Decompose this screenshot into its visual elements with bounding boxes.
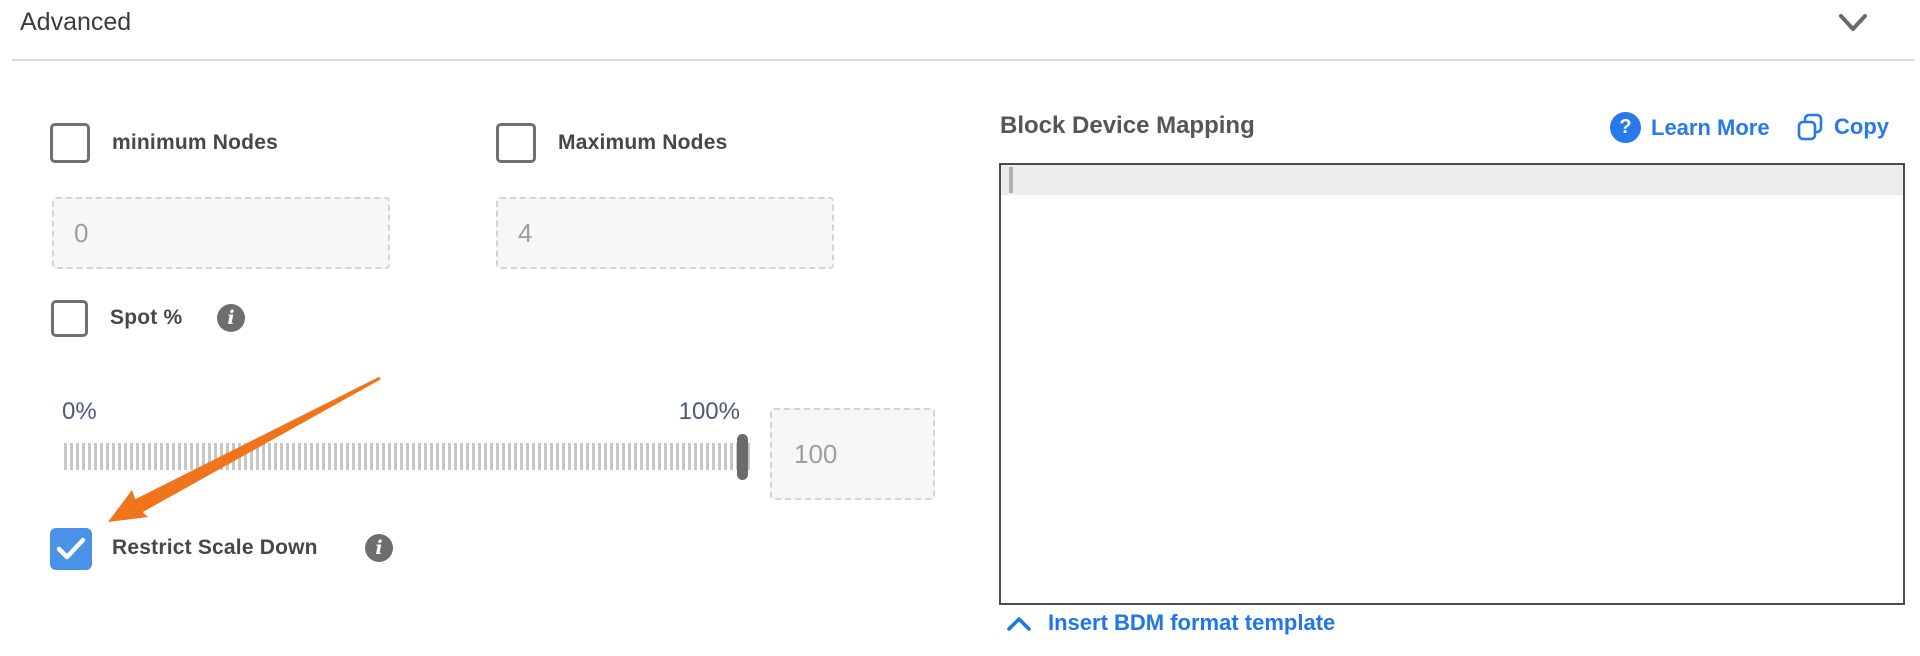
spot-percent-slider-track[interactable] xyxy=(64,443,750,470)
maximum-nodes-label: Maximum Nodes xyxy=(558,131,728,154)
copy-label: Copy xyxy=(1834,114,1889,139)
spot-percent-label: Spot % xyxy=(110,306,183,329)
slider-min-label: 0% xyxy=(62,398,97,425)
maximum-nodes-input[interactable] xyxy=(496,197,834,269)
minimum-nodes-checkbox[interactable] xyxy=(50,123,90,163)
header-divider xyxy=(12,59,1914,61)
slider-max-label: 100% xyxy=(678,398,740,425)
minimum-nodes-input[interactable] xyxy=(52,197,390,269)
chevron-up-icon xyxy=(1007,616,1031,631)
learn-more-label: Learn More xyxy=(1651,114,1770,140)
insert-bdm-template-label: Insert BDM format template xyxy=(1048,610,1336,635)
spot-percent-slider-handle[interactable] xyxy=(737,434,748,480)
editor-active-line xyxy=(1001,165,1903,195)
restrict-scale-down-info-icon[interactable]: i xyxy=(365,534,393,562)
spot-percent-input[interactable] xyxy=(770,408,935,500)
copy-button[interactable]: Copy xyxy=(1796,112,1889,142)
section-title: Advanced xyxy=(20,8,132,36)
restrict-scale-down-label: Restrict Scale Down xyxy=(112,536,318,559)
checkmark-icon xyxy=(56,537,86,560)
copy-icon xyxy=(1797,113,1823,141)
spot-info-icon[interactable]: i xyxy=(217,304,245,332)
collapse-section-button[interactable] xyxy=(1838,12,1868,39)
learn-more-link[interactable]: ? Learn More xyxy=(1610,112,1770,143)
block-device-mapping-title: Block Device Mapping xyxy=(1000,112,1255,139)
editor-text-cursor xyxy=(1009,167,1013,193)
maximum-nodes-checkbox[interactable] xyxy=(496,123,536,163)
block-device-mapping-editor[interactable] xyxy=(999,163,1905,605)
chevron-down-icon xyxy=(1839,14,1867,31)
slider-range-labels: 0% 100% xyxy=(62,398,740,426)
question-mark-icon: ? xyxy=(1610,112,1641,143)
minimum-nodes-label: minimum Nodes xyxy=(112,131,278,154)
spot-percent-checkbox[interactable] xyxy=(51,300,88,337)
restrict-scale-down-checkbox[interactable] xyxy=(50,528,92,570)
insert-bdm-template-link[interactable]: Insert BDM format template xyxy=(1006,610,1335,636)
